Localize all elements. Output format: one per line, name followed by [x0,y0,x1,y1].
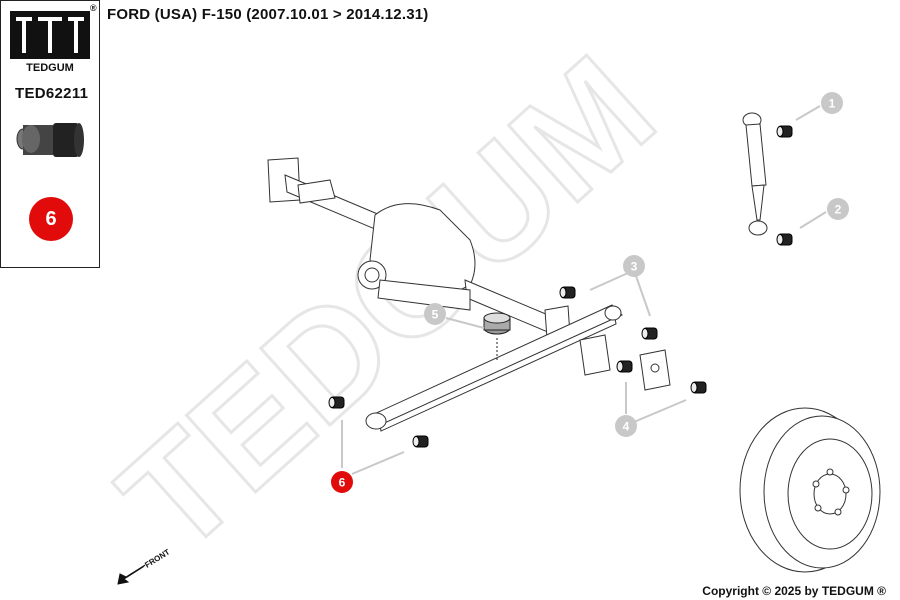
svg-text:4: 4 [623,420,630,434]
bushing-shock-top [776,125,793,138]
bushing-shackle-b [690,381,707,394]
rear-axle-housing [267,157,571,340]
svg-text:1: 1 [829,97,836,111]
bushing-spring-front-a [328,396,345,409]
svg-text:2: 2 [835,203,842,217]
leaf-spring [365,304,623,432]
svg-text:5: 5 [432,308,439,322]
bushing-axle [559,286,576,299]
svg-text:6: 6 [339,476,346,490]
bump-stop [483,312,511,360]
vehicle-title: FORD (USA) F-150 (2007.10.01 > 2014.12.3… [107,6,429,23]
tedgum-watermark: TEDGUM [89,24,684,584]
callout-1: 1 [821,92,843,114]
callout-3: 3 [623,255,645,277]
front-direction-arrow: FRONT [117,547,172,585]
callout-4: 4 [615,415,637,437]
bushings [328,125,793,448]
shock-absorber [742,112,768,236]
bushing-shock-bottom [776,233,793,246]
callout-5: 5 [424,303,446,325]
wheel [739,407,881,573]
registered-mark: ® [90,3,97,13]
tedgum-logo: TEDGUM [10,11,90,73]
part-number: TED62211 [15,85,89,102]
svg-text:3: 3 [631,260,638,274]
callout-2: 2 [827,198,849,220]
bushing-spring-rear [641,327,658,340]
bushing-thumbnail [16,123,84,157]
bushing-spring-front-b [412,435,429,448]
callout-leaders [341,105,827,475]
bushing-shackle-a [616,360,633,373]
position-badge: 6 [29,197,73,241]
copyright-notice: Copyright © 2025 by TEDGUM ® [702,584,886,598]
part-info-panel: TEDGUM ® TED62211 6 [0,0,100,268]
logo-wordmark: TEDGUM [26,62,74,73]
front-label: FRONT [143,547,171,569]
spring-shackle [579,334,671,391]
callout-6-highlighted: 6 [331,471,353,493]
